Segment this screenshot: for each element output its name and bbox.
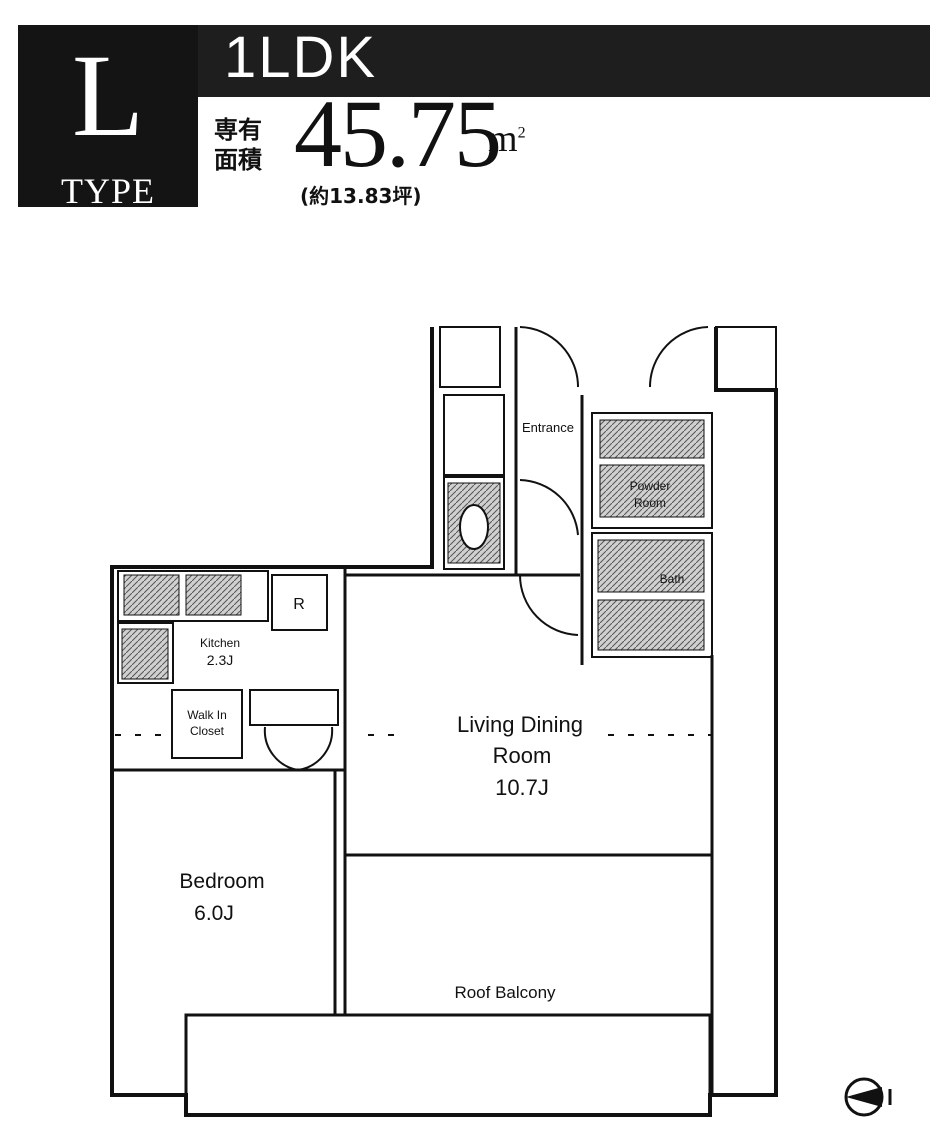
area-unit-base: m — [488, 118, 518, 160]
walls — [110, 326, 778, 1117]
north-compass-icon — [844, 1077, 892, 1117]
label-bedroom-2: 6.0J — [194, 902, 234, 925]
label-powder-room-2: Room — [634, 496, 666, 510]
area-value: 45.75 — [294, 80, 502, 187]
area-tsubo: (約13.83坪) — [300, 184, 422, 208]
label-walk-in-closet-1: Walk In — [187, 708, 227, 722]
label-kitchen-1: Kitchen — [200, 636, 240, 650]
area-unit-sup: 2 — [517, 124, 526, 142]
label-kitchen-2: 2.3J — [207, 652, 233, 668]
label-entrance: Entrance — [522, 420, 574, 435]
plan-type-bar: 1LDK — [198, 25, 930, 97]
area-unit: m2 — [488, 120, 526, 158]
label-ldk-3: 10.7J — [495, 775, 549, 800]
plan-type: 1LDK — [224, 25, 378, 90]
plan-header: L TYPE 1LDK 専有 面積 45.75 m2 (約13.83坪) — [0, 0, 946, 215]
type-letter: L — [71, 30, 145, 161]
label-walk-in-closet-2: Closet — [190, 724, 225, 738]
area-label-line1: 専有 — [214, 116, 262, 144]
type-badge: L TYPE — [18, 25, 198, 211]
label-roof-balcony: Roof Balcony — [454, 983, 556, 1002]
fixtures — [121, 419, 705, 680]
area-label-line2: 面積 — [214, 146, 262, 174]
floor-plan: Entrance Powder Room Bath Kitchen 2.3J R… — [110, 326, 892, 1117]
label-powder-room-1: Powder — [630, 479, 671, 493]
area-label: 専有 面積 — [214, 115, 274, 175]
label-ldk-1: Living Dining — [457, 712, 583, 737]
label-ldk-2: Room — [493, 743, 552, 768]
label-bath: Bath — [660, 572, 685, 586]
label-bedroom-1: Bedroom — [179, 870, 264, 893]
type-label: TYPE — [61, 171, 155, 211]
label-refrigerator: R — [293, 596, 305, 613]
